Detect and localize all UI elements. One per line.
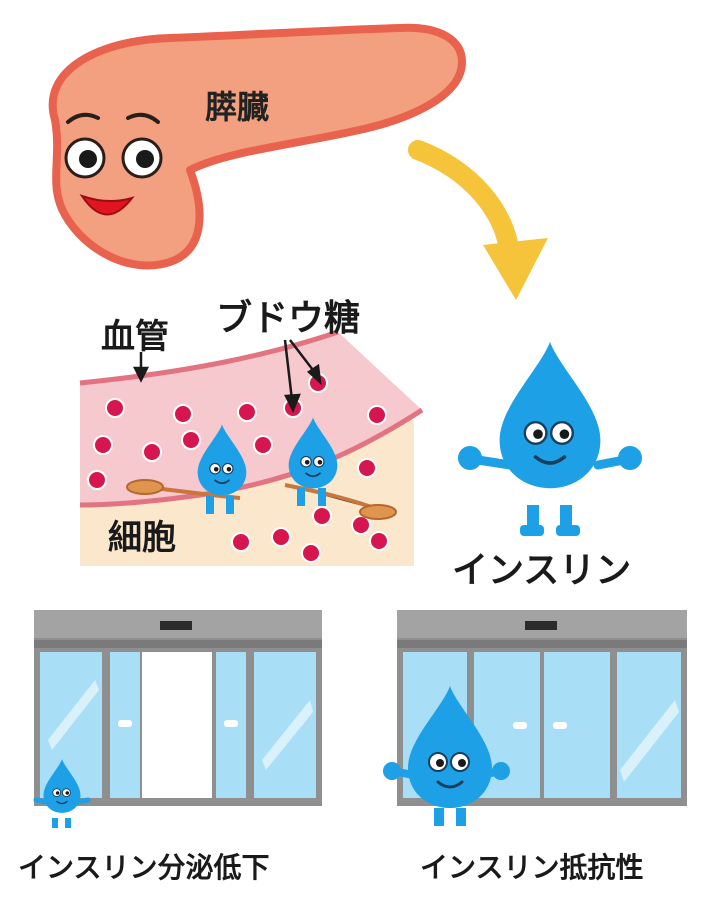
automatic-door-left <box>33 610 322 828</box>
blood-vessel-label: 血管 <box>101 317 169 357</box>
pancreas-body <box>48 23 466 270</box>
vessel-upper-wall <box>79 329 339 386</box>
blood-vessel-illustration <box>79 329 424 566</box>
insulin-resistance-label: インスリン抵抗性 <box>420 851 644 884</box>
insulin-label: インスリン <box>452 550 632 591</box>
insulin-drop-tiny <box>33 758 91 828</box>
automatic-door-right <box>383 610 687 826</box>
insulin-drop-small-1 <box>126 423 248 514</box>
insulin-character <box>458 342 642 536</box>
glucose-label: ブドウ糖 <box>216 298 361 339</box>
pancreas-character <box>48 23 466 270</box>
cell-label: 細胞 <box>108 518 176 558</box>
insulin-drop-small-2 <box>284 416 397 520</box>
label-pointers <box>132 339 322 414</box>
secretion-arrow <box>408 140 548 300</box>
insulin-secretion-decrease-label: インスリン分泌低下 <box>18 851 270 884</box>
insulin-drop-door <box>383 684 510 826</box>
pancreas-label: 膵臓 <box>205 88 270 126</box>
pancreas-mouth <box>79 194 135 216</box>
